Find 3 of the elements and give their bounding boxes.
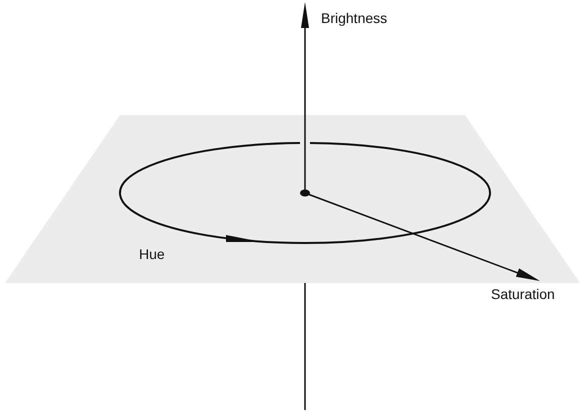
axis-label: Saturation	[491, 287, 555, 301]
axis-label: Brightness	[321, 11, 388, 25]
axis-label: Hue	[139, 247, 165, 261]
